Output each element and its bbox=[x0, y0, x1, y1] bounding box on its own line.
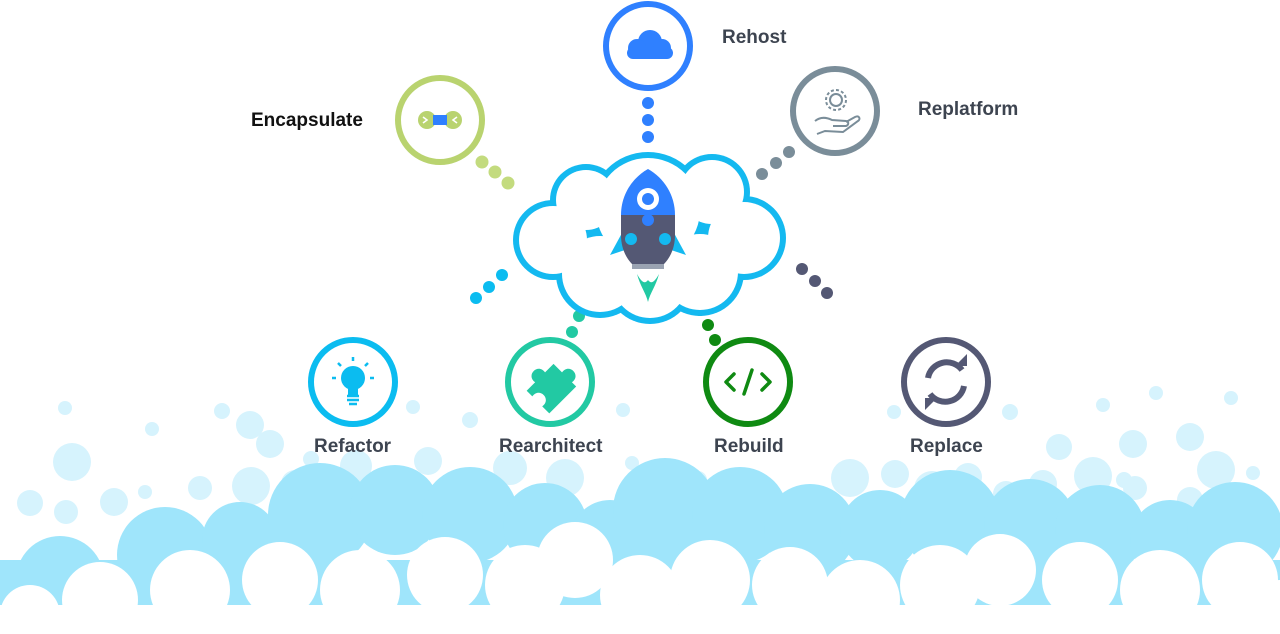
replatform-label: Replatform bbox=[918, 99, 1019, 120]
connector-rehost bbox=[642, 97, 654, 143]
lightbulb-icon bbox=[332, 357, 374, 406]
node-refactor[interactable] bbox=[308, 337, 398, 427]
node-encapsulate[interactable] bbox=[395, 75, 485, 165]
node-rehost[interactable] bbox=[603, 1, 693, 91]
node-replace[interactable] bbox=[901, 337, 991, 427]
replace-label: Replace bbox=[910, 436, 983, 457]
rocket-icon bbox=[610, 169, 686, 302]
plug-connector-icon bbox=[418, 111, 462, 129]
background-cloud-band bbox=[0, 458, 1280, 634]
rebuild-label: Rebuild bbox=[714, 436, 784, 457]
node-replatform[interactable] bbox=[790, 66, 880, 156]
code-brackets-icon bbox=[724, 368, 772, 396]
cloud-icon bbox=[627, 30, 673, 59]
node-rearchitect[interactable] bbox=[505, 337, 595, 427]
gear-in-hand-icon bbox=[814, 89, 861, 135]
refactor-label: Refactor bbox=[314, 436, 392, 457]
puzzle-piece-icon bbox=[526, 363, 577, 414]
node-rebuild[interactable] bbox=[703, 337, 793, 427]
connector-encapsulate bbox=[475, 155, 515, 190]
rearchitect-label: Rearchitect bbox=[499, 436, 603, 457]
connector-dots bbox=[470, 97, 833, 346]
encapsulate-label: Encapsulate bbox=[251, 110, 363, 131]
connector-replatform bbox=[756, 146, 795, 180]
connector-refactor bbox=[470, 269, 508, 304]
refresh-arrows-icon bbox=[925, 354, 967, 410]
connector-replace bbox=[796, 263, 833, 299]
rehost-label: Rehost bbox=[722, 27, 787, 48]
